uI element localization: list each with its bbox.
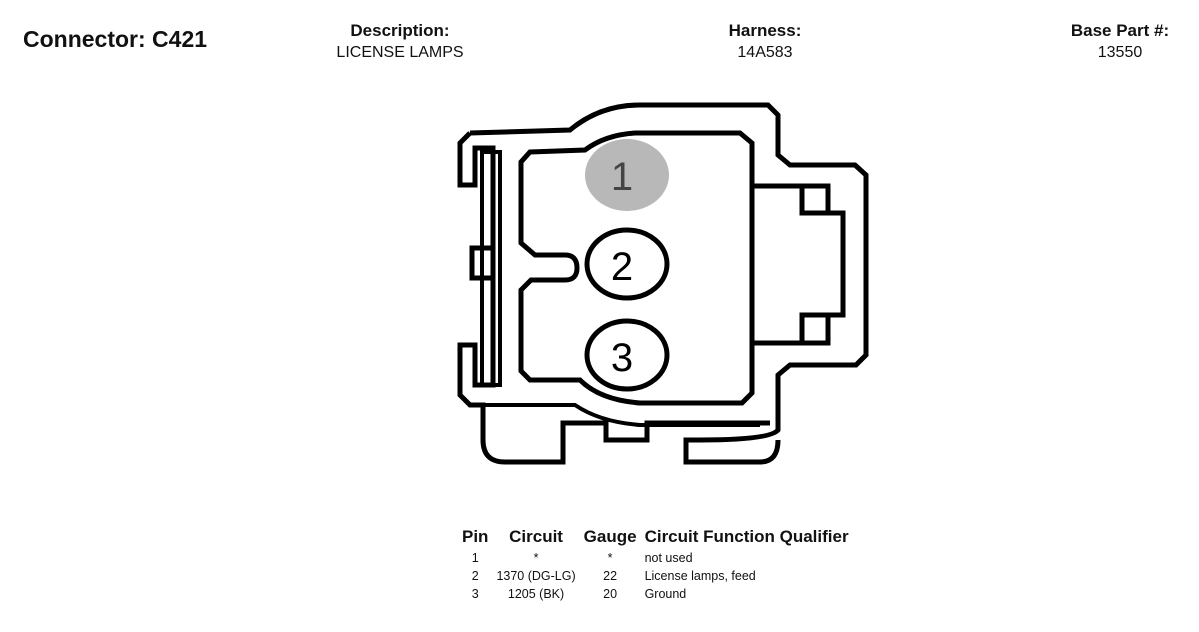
left-nub bbox=[469, 245, 493, 281]
right-latch bbox=[752, 183, 846, 346]
pin-1-cavity bbox=[585, 139, 669, 211]
cell-gauge: 20 bbox=[603, 587, 618, 601]
base-part-value: 13550 bbox=[1097, 44, 1143, 61]
description-label: Description: bbox=[350, 21, 450, 40]
pin-table: Pin Circuit Gauge Circuit Function Quali… bbox=[458, 527, 853, 603]
base-part-block: Base Part #: 13550 bbox=[1050, 20, 1190, 64]
cell-pin: 1 bbox=[471, 551, 479, 565]
pin-3-label: 3 bbox=[611, 336, 633, 380]
cell-circuit: * bbox=[533, 551, 539, 565]
header-pin: Pin bbox=[462, 527, 489, 546]
cell-circuit: 1370 (DG-LG) bbox=[496, 569, 576, 583]
description-value: LICENSE LAMPS bbox=[336, 44, 464, 61]
table-row: 3 1205 (BK) 20 Ground bbox=[458, 585, 853, 603]
cell-pin: 2 bbox=[471, 569, 479, 583]
table-row: 1 * * not used bbox=[458, 549, 853, 567]
cell-gauge: 22 bbox=[603, 569, 618, 583]
description-block: Description: LICENSE LAMPS bbox=[300, 20, 500, 64]
header-circuit: Circuit bbox=[509, 527, 563, 546]
inner-cavity-outline bbox=[518, 130, 755, 406]
cell-pin: 3 bbox=[471, 587, 479, 601]
cell-function: not used bbox=[644, 551, 693, 565]
pin-3-cavity bbox=[584, 318, 670, 392]
pin-2-cavity bbox=[584, 227, 670, 301]
cell-circuit: 1205 (BK) bbox=[507, 587, 565, 601]
harness-value: 14A583 bbox=[737, 44, 793, 61]
table-row: 2 1370 (DG-LG) 22 License lamps, feed bbox=[458, 567, 853, 585]
left-clip-bar bbox=[480, 150, 502, 387]
pin-2-label: 2 bbox=[611, 245, 633, 289]
cell-function: Ground bbox=[644, 587, 687, 601]
harness-label: Harness: bbox=[728, 21, 802, 40]
header-function: Circuit Function Qualifier bbox=[644, 527, 849, 546]
harness-block: Harness: 14A583 bbox=[680, 20, 850, 64]
cell-function: License lamps, feed bbox=[644, 569, 756, 583]
lower-band bbox=[470, 403, 760, 427]
pin-table-header: Pin Circuit Gauge Circuit Function Quali… bbox=[458, 527, 853, 549]
connector-housing-outline bbox=[457, 102, 869, 465]
connector-title: Connector: C421 bbox=[23, 26, 208, 52]
base-part-label: Base Part #: bbox=[1070, 21, 1170, 40]
cell-gauge: * bbox=[607, 551, 613, 565]
header-gauge: Gauge bbox=[583, 527, 637, 546]
pin-1-label: 1 bbox=[611, 155, 633, 199]
